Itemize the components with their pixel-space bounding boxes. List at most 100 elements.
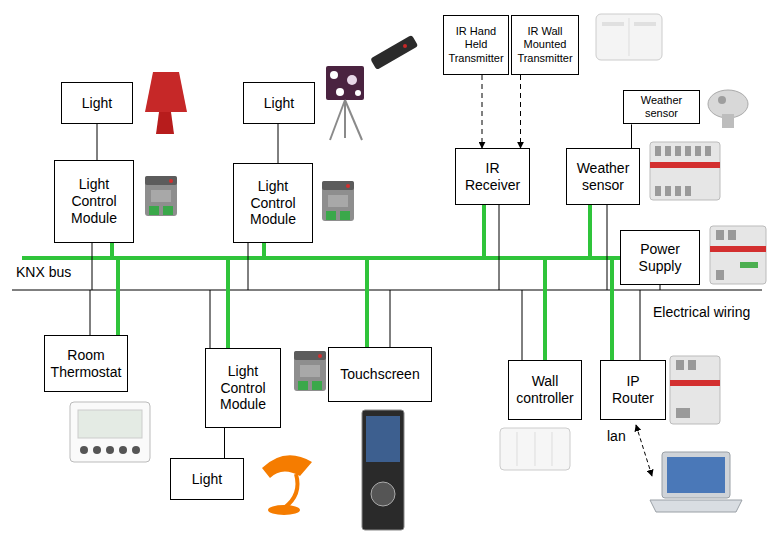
lan-arrow — [636, 425, 652, 476]
knx-bus-tap — [543, 258, 547, 362]
wiring-tap — [92, 242, 93, 290]
module-picture — [322, 181, 354, 221]
wall-transmitter-picture — [629, 18, 630, 56]
red-lamp-picture — [145, 72, 187, 134]
weather-module-picture — [650, 142, 720, 200]
knx-bus-tap — [365, 258, 369, 349]
touchscreen-picture — [362, 410, 404, 530]
device-label: Light Control Module — [59, 176, 129, 226]
knx-bus-tap — [116, 258, 120, 337]
weather-module-picture — [655, 146, 711, 196]
desk-lamp-picture — [268, 505, 300, 515]
knx-bus-tap — [226, 258, 230, 350]
annotation-label: lan — [606, 428, 627, 444]
weather-module-picture — [695, 146, 701, 156]
floor-lamp-picture — [330, 100, 345, 140]
device-label: Light — [192, 471, 222, 488]
wiring-tap — [499, 204, 500, 290]
touchscreen-picture — [362, 410, 404, 530]
device-box: Light Control Module — [233, 163, 313, 243]
device-box: IR Hand Held Transmitter — [443, 15, 509, 75]
device-box: Power Supply — [620, 230, 700, 285]
knx-bus-tap — [482, 203, 486, 258]
laptop-picture — [650, 452, 742, 512]
desk-lamp-picture — [262, 455, 312, 478]
knx-bus-tap — [588, 203, 592, 258]
device-label: Wall controller — [513, 373, 577, 407]
device-label: IR Wall Mounted Transmitter — [516, 25, 574, 65]
wall-controller-picture — [500, 428, 570, 470]
wall-controller-picture — [517, 432, 518, 466]
weather-sensor-picture — [708, 90, 748, 128]
router-picture — [688, 360, 696, 370]
weather-module-picture — [675, 146, 681, 156]
wall-transmitter-picture — [634, 22, 656, 26]
wiring-tap — [640, 290, 641, 361]
red-lamp-picture — [145, 72, 187, 112]
device-label: Light — [264, 95, 294, 112]
weather-module-picture — [665, 186, 671, 196]
power-supply-picture — [740, 262, 758, 268]
thermostat-picture — [78, 410, 142, 438]
thermostat-picture — [70, 402, 150, 462]
weather-module-picture — [650, 142, 720, 200]
wiring-tap — [90, 290, 91, 336]
connector-line — [278, 124, 279, 163]
device-box: Light Control Module — [54, 160, 134, 243]
wiring-tap — [390, 290, 391, 348]
floor-lamp-picture — [345, 100, 362, 140]
thermostat-picture — [119, 446, 127, 454]
device-box: Light — [170, 458, 244, 500]
power-supply-picture — [710, 246, 766, 252]
device-box: IR Receiver — [455, 148, 530, 205]
floor-lamp-picture — [330, 71, 338, 79]
weather-module-picture — [705, 146, 711, 156]
remote-picture — [403, 44, 407, 48]
connector-line — [520, 75, 521, 148]
wiring-tap — [607, 204, 608, 290]
device-label: Light Control Module — [238, 178, 308, 228]
knx-bus-tap — [610, 258, 614, 362]
thermostat-picture — [106, 446, 114, 454]
connector-line — [482, 75, 483, 148]
knx-bus-tap — [112, 203, 612, 362]
weather-sensor-picture — [708, 90, 748, 118]
module-picture — [294, 351, 326, 391]
floor-lamp-picture — [347, 75, 357, 85]
router-picture — [676, 360, 684, 370]
device-label: Room Thermostat — [49, 347, 123, 381]
device-label: IR Hand Held Transmitter — [448, 25, 504, 65]
power-supply-picture — [716, 230, 724, 240]
electrical-wiring-line — [12, 290, 762, 291]
thermostat-picture — [80, 446, 88, 454]
floor-lamp-picture — [344, 100, 346, 138]
power-supply-picture — [716, 270, 724, 280]
laptop-picture — [667, 457, 725, 493]
module-picture — [145, 176, 177, 216]
device-label: Weather sensor — [628, 94, 695, 120]
weather-module-picture — [685, 186, 691, 196]
device-box: Light Control Module — [205, 348, 281, 428]
device-label: Light Control Module — [210, 363, 276, 413]
touchscreen-picture — [371, 482, 395, 506]
weather-sensor-picture — [718, 96, 726, 104]
weather-module-picture — [675, 186, 681, 196]
router-picture — [670, 356, 720, 424]
device-label: Touchscreen — [340, 366, 419, 383]
thermostat-picture — [132, 446, 140, 454]
annotation-label: Electrical wiring — [652, 304, 751, 320]
weather-module-picture — [650, 162, 720, 168]
laptop-picture — [662, 452, 730, 498]
wiring-tap — [522, 290, 523, 361]
wall-transmitter-picture — [596, 14, 662, 60]
electrical-wiring-line — [12, 290, 762, 291]
red-lamp-picture — [156, 112, 174, 134]
device-label: Power Supply — [625, 241, 695, 275]
wall-transmitter-picture — [602, 22, 624, 26]
wiring-tap — [248, 242, 249, 290]
laptop-picture — [650, 500, 742, 512]
wall-controller-picture — [500, 428, 570, 470]
